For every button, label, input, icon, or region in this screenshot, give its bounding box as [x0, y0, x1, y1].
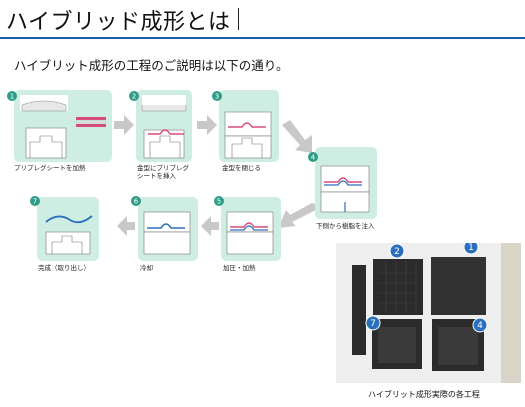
flow-arrows	[114, 115, 322, 236]
arrow-3-to-4	[282, 120, 312, 153]
step-5-badge	[214, 196, 224, 206]
svg-text:2: 2	[394, 247, 400, 257]
svg-text:2: 2	[132, 93, 136, 101]
process-photo: 2 1 7 4	[336, 243, 521, 383]
step-6-panel: 6	[131, 196, 198, 261]
step-2-label: 金型にプリプレグシートを挿入	[137, 164, 189, 180]
arrow-1-to-2	[114, 115, 134, 135]
step-2-badge	[129, 91, 139, 101]
svg-text:5: 5	[217, 198, 221, 206]
photo-caption: ハイブリット成形実際の各工程	[368, 390, 480, 399]
photo-marker-7: 7	[365, 315, 381, 331]
page-subtitle: ハイブリット成形の工程のご説明は以下の通り。	[14, 58, 289, 73]
step-7-label: 完成（取り出し）	[38, 264, 90, 272]
arrow-4-to-5	[278, 203, 322, 228]
step-3-label: 金型を閉じる	[222, 164, 261, 172]
arrow-5-to-6	[201, 216, 219, 236]
page-title: ハイブリッド成形とは	[6, 10, 231, 35]
step-7-panel: 7	[30, 196, 99, 261]
step-6-label: 冷却	[140, 264, 153, 272]
part-step-1	[431, 257, 486, 315]
photo-marker-1: 1	[463, 243, 479, 255]
title-underline	[0, 37, 525, 39]
part-step-2	[373, 259, 423, 315]
part-rod	[352, 265, 366, 355]
text-cursor	[238, 8, 239, 30]
svg-text:7: 7	[33, 198, 37, 206]
arrow-2-to-3	[197, 115, 217, 135]
svg-text:4: 4	[311, 154, 316, 162]
step-1-label: プリプレグシートを加熱	[14, 164, 86, 172]
arrow-6-to-7	[117, 216, 135, 236]
step-2-panel: 2	[129, 90, 192, 162]
step-1-panel: 1	[7, 90, 112, 162]
svg-text:6: 6	[134, 198, 139, 206]
step-1-badge	[7, 91, 17, 101]
svg-text:4: 4	[477, 321, 483, 331]
svg-text:7: 7	[370, 319, 376, 329]
photo-marker-4: 4	[472, 317, 488, 333]
step-4-panel: 4	[308, 147, 377, 219]
step-4-label: 下側から樹脂を注入	[316, 222, 375, 230]
svg-text:1: 1	[468, 243, 474, 253]
step-6-badge	[131, 196, 141, 206]
svg-text:3: 3	[215, 93, 219, 101]
step-5-panel: 5	[214, 196, 281, 261]
photo-marker-2: 2	[389, 243, 405, 259]
step-5-label: 加圧・加熱	[223, 264, 256, 272]
step-4-badge	[308, 152, 318, 162]
step-3-panel: 3	[212, 90, 279, 162]
svg-text:1: 1	[10, 93, 14, 101]
step-3-badge	[212, 91, 222, 101]
step-7-badge	[30, 196, 40, 206]
